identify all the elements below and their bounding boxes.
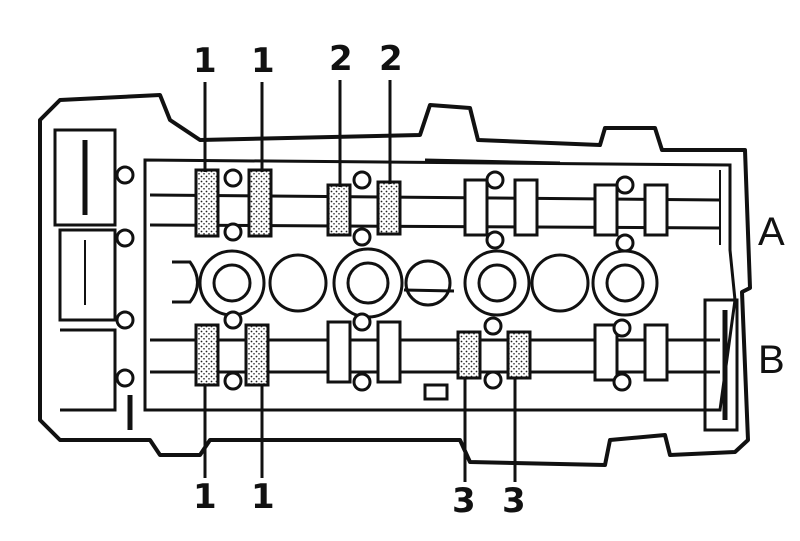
casting-details	[403, 158, 561, 401]
callout-bottom-3: 3	[452, 481, 476, 521]
camshaft-a	[149, 193, 721, 230]
row-label-a: A	[758, 210, 785, 254]
cap-a1-right	[247, 168, 273, 238]
leader-lines-bottom	[203, 378, 517, 482]
spark-plug-bores	[172, 247, 659, 319]
bearing-caps-b	[194, 320, 669, 387]
callout-bottom-2: 1	[251, 477, 275, 517]
cap-b3-right	[506, 330, 532, 380]
callout-bottom-4: 3	[502, 481, 526, 521]
cap-b3-left	[456, 330, 482, 380]
callout-top-3: 2	[329, 39, 353, 79]
row-label-b: B	[758, 338, 785, 382]
valve-chamber	[143, 158, 737, 412]
callout-top-1: 1	[193, 41, 217, 81]
head-outline	[38, 93, 752, 467]
cap-b1-left	[194, 323, 220, 387]
callout-top-2: 1	[251, 41, 275, 81]
callout-top-4: 2	[379, 39, 403, 79]
leader-lines-top	[203, 80, 392, 187]
cap-b1-right	[244, 323, 270, 387]
cap-a2-right	[376, 180, 402, 236]
right-end-housing	[703, 170, 739, 432]
cap-a2-left	[326, 183, 352, 237]
cap-a1-left	[194, 168, 220, 238]
cap-bolts	[115, 165, 635, 392]
camshaft-b	[150, 338, 720, 374]
callout-bottom-1: 1	[193, 477, 217, 517]
left-end-housing	[53, 128, 133, 430]
